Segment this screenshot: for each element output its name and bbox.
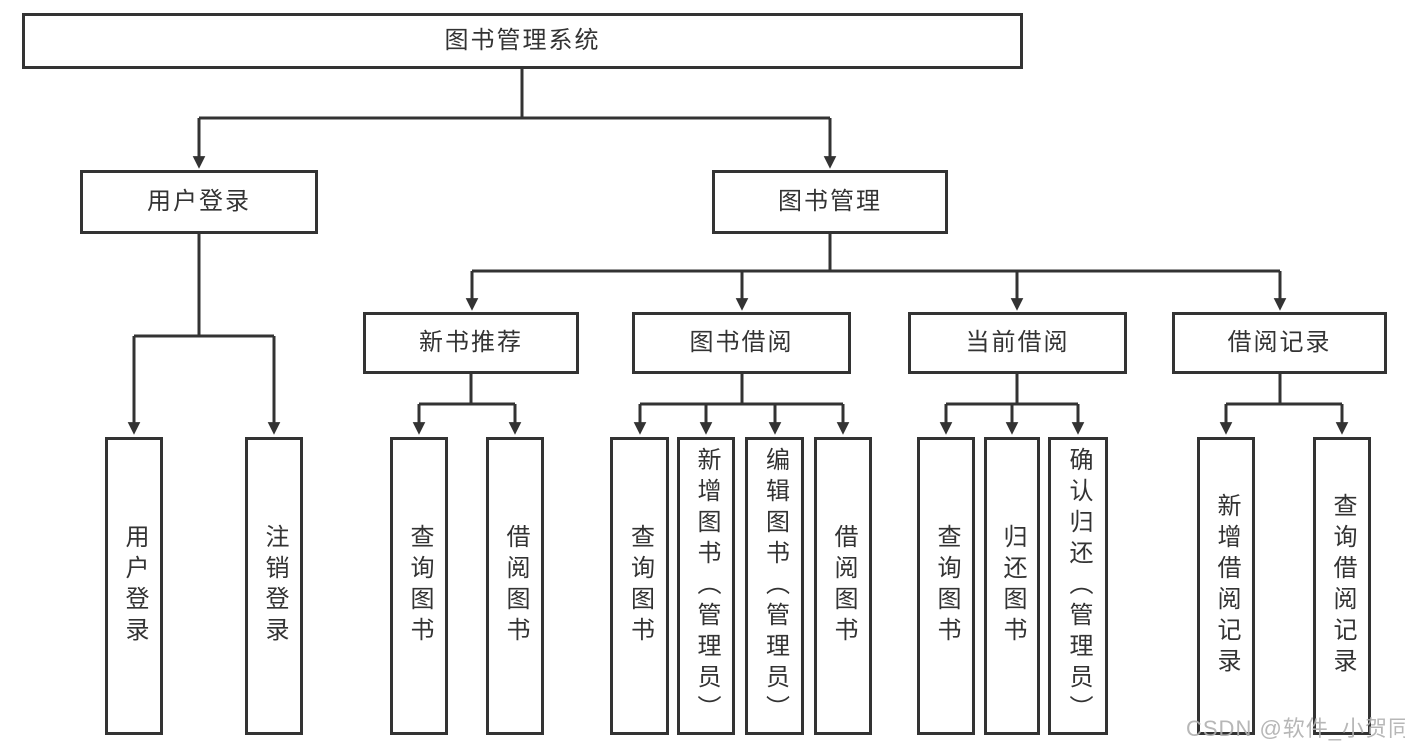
node-book-management: 图书管理 (712, 170, 948, 234)
leaf-add-books-admin: 新增图书（管理员） (677, 437, 735, 735)
leaf-confirm-return-admin: 确认归还（管理员） (1048, 437, 1108, 735)
leaf-query-books-borrowing: 查询图书 (610, 437, 669, 735)
leaf-add-borrow-record: 新增借阅记录 (1197, 437, 1255, 735)
leaf-query-borrow-record: 查询借阅记录 (1313, 437, 1371, 735)
leaf-borrow-books-recommend: 借阅图书 (486, 437, 544, 735)
node-borrowing-records: 借阅记录 (1172, 312, 1387, 374)
leaf-logout: 注销登录 (245, 437, 303, 735)
leaf-query-books-current: 查询图书 (917, 437, 975, 735)
node-current-borrowing: 当前借阅 (908, 312, 1127, 374)
node-user-login: 用户登录 (80, 170, 318, 234)
node-book-borrowing: 图书借阅 (632, 312, 851, 374)
leaf-return-books: 归还图书 (984, 437, 1040, 735)
leaf-borrow-books-borrowing: 借阅图书 (814, 437, 872, 735)
leaf-query-books-recommend: 查询图书 (390, 437, 448, 735)
node-root: 图书管理系统 (22, 13, 1023, 69)
watermark: CSDN @软件_小贺同学 (1186, 716, 1405, 741)
leaf-edit-books-admin: 编辑图书（管理员） (745, 437, 804, 735)
leaf-user-login: 用户登录 (105, 437, 163, 735)
node-new-book-recommend: 新书推荐 (363, 312, 579, 374)
